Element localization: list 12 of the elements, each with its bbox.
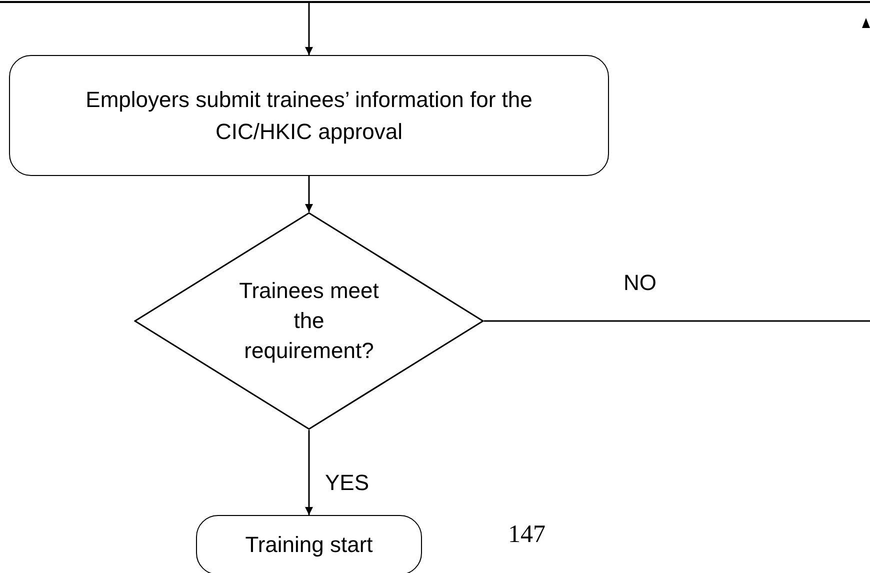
decision-diamond [134, 212, 484, 430]
edge-label: NO [624, 272, 656, 294]
node-text: Trainees meet the requirement? [239, 277, 379, 365]
arrow [305, 176, 313, 212]
node-text: Employers submit trainees’ information for the CIC/HKIC approval [84, 86, 534, 146]
process-box [9, 55, 609, 176]
arrow [305, 2, 313, 55]
node-text: Training start [245, 531, 373, 559]
process-box [196, 515, 422, 573]
arrow [305, 430, 313, 515]
edge-label: YES [324, 472, 370, 494]
page-number: 147 [508, 522, 546, 547]
